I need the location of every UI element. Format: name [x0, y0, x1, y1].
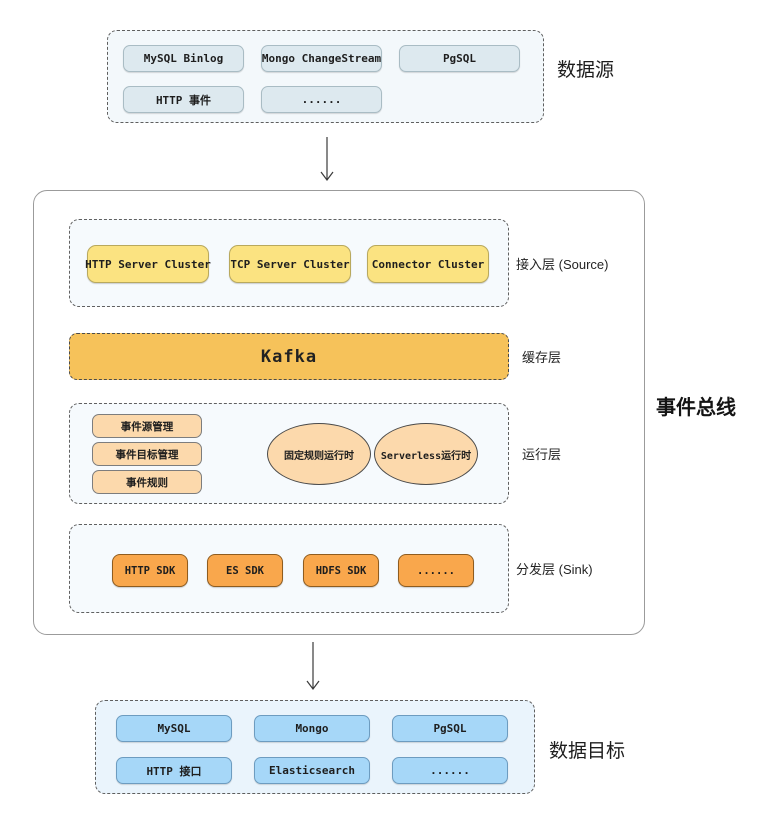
runtime-item-event-source-mgmt: 事件源管理 — [92, 414, 202, 438]
access-item-tcp-server-cluster: TCP Server Cluster — [229, 245, 351, 283]
target-item-mysql: MySQL — [116, 715, 232, 742]
runtime-layer-group: 事件源管理 事件目标管理 事件规则 固定规则运行时 Serverless运行时 — [69, 403, 509, 504]
target-item-mongo: Mongo — [254, 715, 370, 742]
source-item-ellipsis: ...... — [261, 86, 382, 113]
sink-layer-group: HTTP SDK ES SDK HDFS SDK ...... — [69, 524, 509, 613]
sink-item-hdfs-sdk: HDFS SDK — [303, 554, 379, 587]
access-item-connector-cluster: Connector Cluster — [367, 245, 489, 283]
sink-item-ellipsis: ...... — [398, 554, 474, 587]
access-item-http-server-cluster: HTTP Server Cluster — [85, 245, 211, 283]
source-item-mysql-binlog: MySQL Binlog — [123, 45, 244, 72]
runtime-node-fixed-rule-runtime: 固定规则运行时 — [267, 423, 371, 485]
kafka-node: Kafka — [69, 333, 509, 380]
event-bus-label: 事件总线 — [656, 397, 736, 419]
access-layer-group: HTTP Server Cluster TCP Server Cluster C… — [69, 219, 509, 307]
target-item-ellipsis: ...... — [392, 757, 508, 784]
cache-layer-label: 缓存层 — [522, 350, 562, 365]
source-item-http-event: HTTP 事件 — [123, 86, 244, 113]
target-item-http-api: HTTP 接口 — [116, 757, 232, 784]
data-source-label: 数据源 — [557, 60, 615, 81]
data-target-group: MySQL Mongo PgSQL HTTP 接口 Elasticsearch … — [95, 700, 535, 794]
target-item-pgsql: PgSQL — [392, 715, 508, 742]
down-arrow-icon-bottom — [306, 642, 320, 690]
sink-layer-label: 分发层 (Sink) — [516, 562, 593, 577]
source-item-pgsql: PgSQL — [399, 45, 520, 72]
runtime-item-event-rules: 事件规则 — [92, 470, 202, 494]
data-source-group: MySQL Binlog Mongo ChangeStream PgSQL HT… — [107, 30, 544, 123]
access-layer-label: 接入层 (Source) — [516, 257, 609, 272]
event-bus-container: HTTP Server Cluster TCP Server Cluster C… — [33, 190, 645, 635]
runtime-node-serverless-runtime: Serverless运行时 — [374, 423, 478, 485]
sink-item-es-sdk: ES SDK — [207, 554, 283, 587]
down-arrow-icon-top — [320, 137, 334, 181]
runtime-item-event-target-mgmt: 事件目标管理 — [92, 442, 202, 466]
sink-item-http-sdk: HTTP SDK — [112, 554, 188, 587]
data-target-label: 数据目标 — [549, 741, 626, 762]
runtime-layer-label: 运行层 — [522, 447, 562, 462]
target-item-elasticsearch: Elasticsearch — [254, 757, 370, 784]
source-item-mongo-changestream: Mongo ChangeStream — [261, 45, 382, 72]
